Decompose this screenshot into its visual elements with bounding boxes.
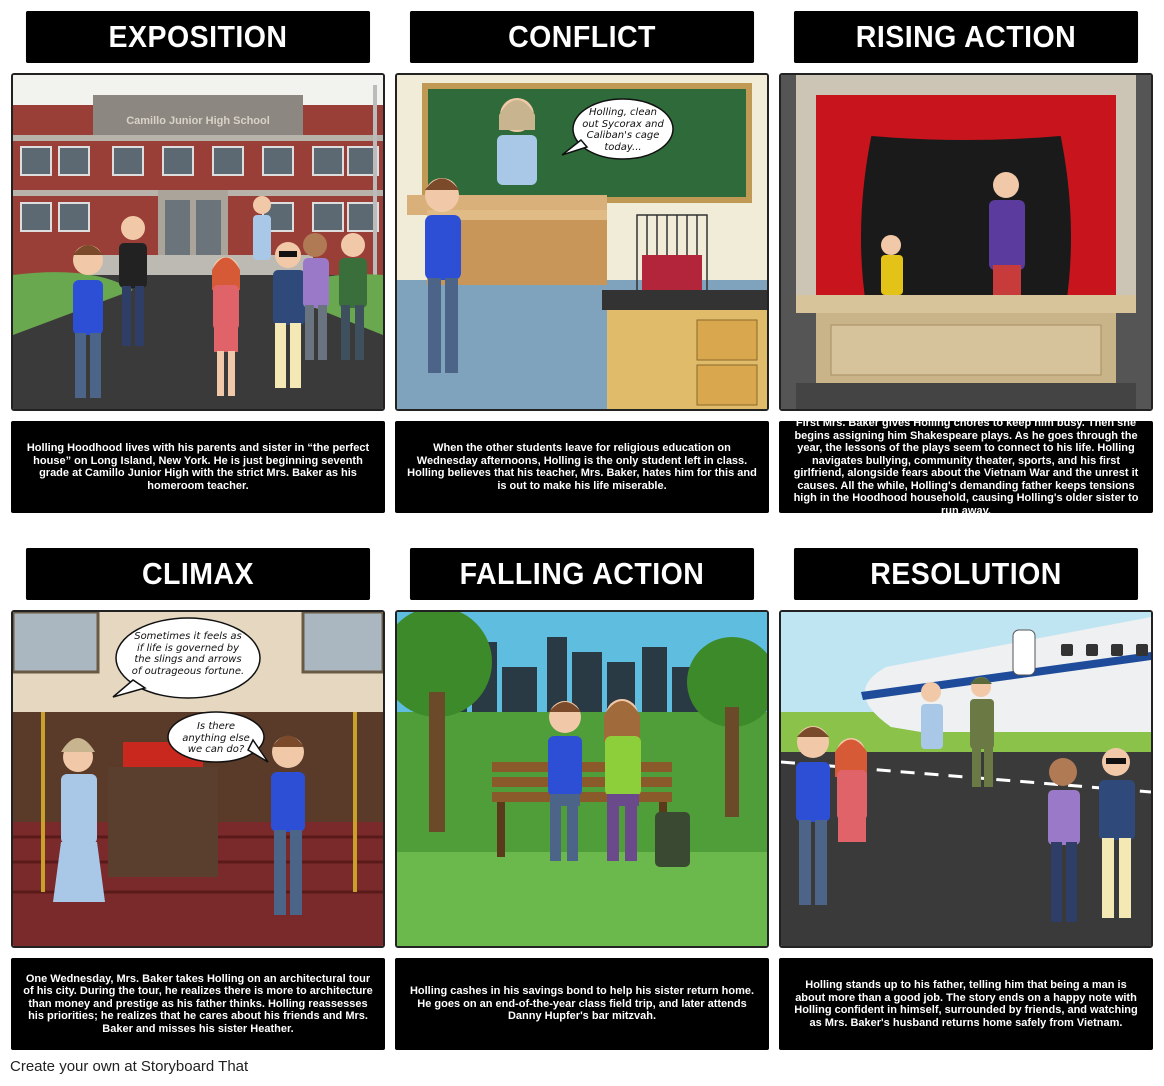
speech-bubble-text: Holling, clean out Sycorax and Caliban's… [582, 107, 664, 153]
panel-caption: One Wednesday, Mrs. Baker takes Holling … [11, 958, 385, 1050]
panel-title: CLIMAX [25, 548, 371, 600]
school-sign: Camillo Junior High School [126, 115, 270, 127]
scene-resolution [779, 610, 1153, 948]
scene-conflict: Holling, clean out Sycorax and Caliban's… [395, 73, 769, 411]
church-scene-illustration [13, 612, 383, 946]
panel-caption: Holling cashes in his savings bond to he… [395, 958, 769, 1050]
scene-exposition: Camillo Junior High School [11, 73, 385, 411]
airport-scene-illustration [781, 612, 1151, 946]
speech-bubble-text: Sometimes it feels as if life is governe… [131, 631, 245, 677]
panel-title: CONFLICT [409, 11, 755, 63]
panel-title: FALLING ACTION [409, 548, 755, 600]
speech-bubble-text: Is there anything else we can do? [182, 721, 250, 755]
scene-falling-action [395, 610, 769, 948]
school-scene-illustration [13, 75, 383, 409]
panel-caption: Holling stands up to his father, telling… [779, 958, 1153, 1050]
panel-title: EXPOSITION [25, 11, 371, 63]
panel-caption: First Mrs. Baker gives Holling chores to… [779, 417, 1153, 517]
panel-caption: When the other students leave for religi… [395, 421, 769, 513]
stage-scene-illustration [781, 75, 1151, 409]
panel-title: RISING ACTION [793, 11, 1139, 63]
park-scene-illustration [397, 612, 767, 946]
scene-rising-action [779, 73, 1153, 411]
classroom-scene-illustration [397, 75, 767, 409]
panel-caption: Holling Hoodhood lives with his parents … [11, 421, 385, 513]
panel-title: RESOLUTION [793, 548, 1139, 600]
storyboardthat-credit-link[interactable]: Create your own at Storyboard That [10, 1058, 249, 1075]
scene-climax: Sometimes it feels as if life is governe… [11, 610, 385, 948]
